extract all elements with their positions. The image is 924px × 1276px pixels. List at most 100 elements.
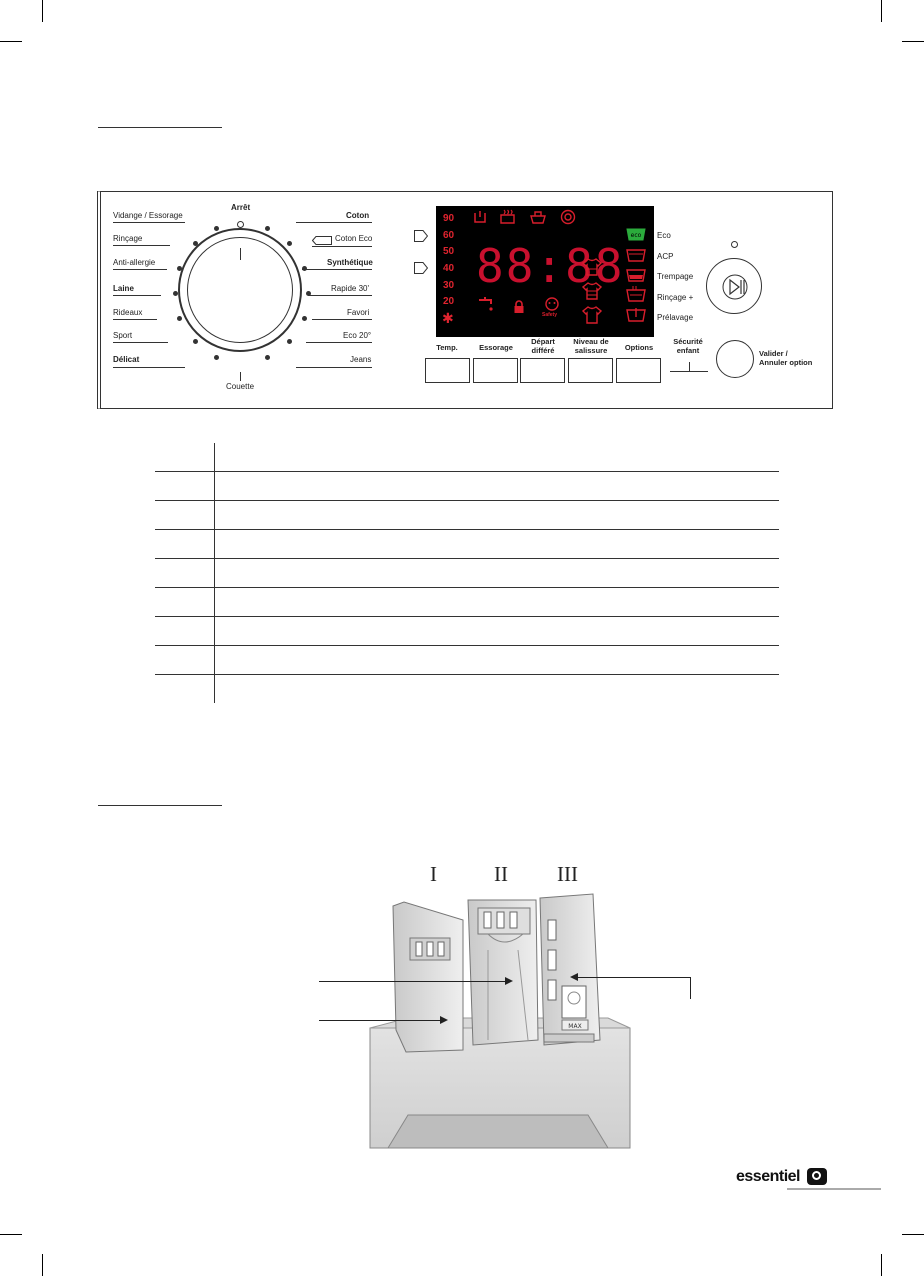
dial-pointer xyxy=(240,248,241,260)
cold-snowflake-icon: ✱ xyxy=(442,310,454,326)
svg-text:eco: eco xyxy=(631,232,642,239)
dial-dot xyxy=(265,226,270,231)
program-line xyxy=(296,222,372,223)
lcd-display: 90 60 50 40 30 20 ✱ 88:88 Safety eco xyxy=(436,206,654,337)
temp-40: 40 xyxy=(443,263,455,274)
program-line xyxy=(302,269,372,270)
start-led xyxy=(731,241,738,248)
indicator-label: Eco xyxy=(657,231,671,240)
dial-dot xyxy=(193,241,198,246)
program-line xyxy=(113,319,157,320)
lock-icon xyxy=(513,300,525,319)
dial-dot xyxy=(287,339,292,344)
crop-mark xyxy=(0,41,22,42)
arrow-head-icon xyxy=(505,977,513,985)
soil-button[interactable] xyxy=(568,358,613,383)
arrow-head-icon xyxy=(440,1016,448,1024)
program-line xyxy=(308,295,372,296)
water-tap-icon xyxy=(478,296,496,317)
arrow-vertical-line xyxy=(690,977,691,999)
crop-mark xyxy=(881,0,882,22)
program-dial[interactable] xyxy=(178,228,302,352)
program-label: Délicat xyxy=(113,355,140,364)
table-row xyxy=(155,529,779,530)
safety-label: Safety xyxy=(542,312,558,318)
program-line xyxy=(113,367,185,368)
validate-button[interactable] xyxy=(716,340,754,378)
table-row xyxy=(155,558,779,559)
dial-dot xyxy=(265,355,270,360)
program-label: Eco 20° xyxy=(343,331,372,340)
hand-wash-icon xyxy=(530,210,546,229)
program-line xyxy=(312,319,372,320)
footer-rule xyxy=(787,1188,881,1190)
program-label: Rapide 30' xyxy=(331,284,369,293)
program-label: Vidange / Essorage xyxy=(113,211,183,220)
validate-label: Valider / Annuler option xyxy=(759,349,813,367)
program-line xyxy=(113,295,161,296)
dial-dot xyxy=(173,291,178,296)
brand-logo-badge-icon xyxy=(807,1168,827,1185)
temp-90: 90 xyxy=(443,213,455,224)
options-button[interactable] xyxy=(616,358,661,383)
dial-bottom-label: Couette xyxy=(226,382,255,391)
temp-20: 20 xyxy=(443,296,455,307)
arrow-line xyxy=(578,977,690,978)
table-row xyxy=(155,645,779,646)
dial-dot xyxy=(214,355,219,360)
dial-dot xyxy=(177,266,182,271)
brand-name: essentiel xyxy=(736,1168,800,1185)
program-label: Rinçage xyxy=(113,234,143,243)
soil-shirt-icon xyxy=(581,306,603,329)
acp-indicator-icon xyxy=(626,248,646,267)
program-label: Rideaux xyxy=(113,308,143,317)
program-line xyxy=(306,342,372,343)
temp-50: 50 xyxy=(443,246,455,257)
child-lock-marker xyxy=(689,362,690,372)
dial-dot xyxy=(302,316,307,321)
drum-icon xyxy=(560,209,576,230)
control-panel xyxy=(97,191,833,409)
program-label: Jeans xyxy=(350,355,372,364)
dial-dot xyxy=(306,291,311,296)
arrow-line xyxy=(319,981,507,982)
dial-dot xyxy=(287,241,292,246)
start-pause-button[interactable] xyxy=(706,258,762,314)
table-column-divider xyxy=(214,443,215,703)
program-line xyxy=(113,245,170,246)
crop-mark xyxy=(902,1234,924,1235)
eco-indicator-icon: eco xyxy=(626,227,646,246)
program-label: Synthétique xyxy=(327,258,373,267)
indicator-label: Rinçage + xyxy=(657,293,694,302)
indicator-label: Trempage xyxy=(657,272,694,281)
program-line xyxy=(113,342,168,343)
crop-mark xyxy=(0,1234,22,1235)
prewash-indicator-icon xyxy=(626,306,646,327)
program-label: Laine xyxy=(113,284,134,293)
soak-indicator-icon xyxy=(626,268,646,287)
dial-top-label: Arrêt xyxy=(231,203,251,212)
spin-button-label: Essorage xyxy=(479,343,513,352)
program-line xyxy=(312,246,372,247)
program-label: Sport xyxy=(113,331,133,340)
program-line xyxy=(113,269,167,270)
compartment-label: II xyxy=(494,862,508,886)
program-label: Favori xyxy=(347,308,370,317)
crop-mark xyxy=(881,1254,882,1276)
dial-dot xyxy=(214,226,219,231)
dial-inner-ring xyxy=(187,237,293,343)
spin-button[interactable] xyxy=(473,358,518,383)
options-button-label: Options xyxy=(624,343,654,352)
detergent-drawer-illustration: MAX xyxy=(368,890,638,1152)
program-label: Coton xyxy=(346,211,370,220)
indicator-label: Prélavage xyxy=(657,313,694,322)
temp-30: 30 xyxy=(443,280,455,291)
temp-button[interactable] xyxy=(425,358,470,383)
indicator-tag-icon xyxy=(414,261,429,274)
indicator-label: ACP xyxy=(657,252,674,261)
soil-shirt-icon xyxy=(581,258,603,281)
delay-button[interactable] xyxy=(520,358,565,383)
crop-mark xyxy=(902,41,924,42)
temp-60: 60 xyxy=(443,230,455,241)
arrow-head-icon xyxy=(570,973,578,981)
